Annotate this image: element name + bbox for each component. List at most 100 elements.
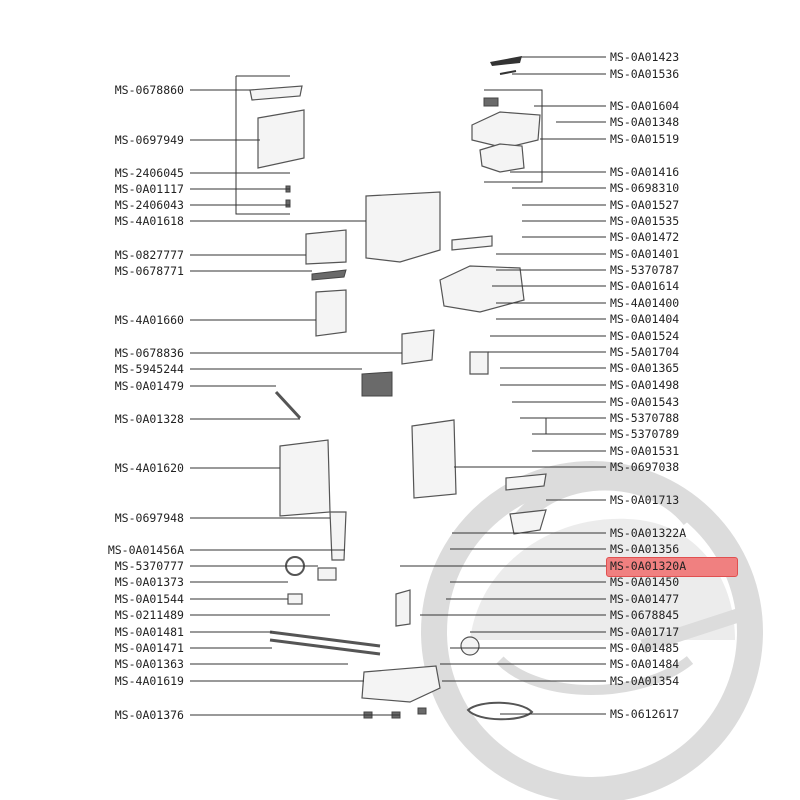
part-2 xyxy=(471,111,541,149)
parts-drawing xyxy=(249,56,547,721)
part-label[interactable]: MS-0A01322A xyxy=(610,526,687,540)
part-label[interactable]: MS-0A01519 xyxy=(610,132,680,146)
part-label[interactable]: MS-5370787 xyxy=(610,263,680,277)
part-0 xyxy=(490,56,522,66)
part-label[interactable]: MS-5370789 xyxy=(610,427,680,441)
part-label[interactable]: MS-0A01401 xyxy=(610,247,680,261)
part-label[interactable]: MS-0678771 xyxy=(114,264,184,278)
part-23 xyxy=(329,511,347,561)
part-6 xyxy=(257,109,305,169)
part-label[interactable]: MS-0A01117 xyxy=(114,182,184,196)
part-label[interactable]: MS-0A01543 xyxy=(610,395,680,409)
part-label[interactable]: MS-0A01328 xyxy=(114,412,184,426)
part-label[interactable]: MS-5A01704 xyxy=(610,345,680,359)
part-label[interactable]: MS-4A01660 xyxy=(114,313,184,327)
part-label[interactable]: MS-0A01365 xyxy=(610,361,680,375)
part-10 xyxy=(305,229,347,265)
part-label[interactable]: MS-0A01604 xyxy=(610,99,680,113)
part-label[interactable]: MS-0A01484 xyxy=(610,657,680,671)
group-bracket xyxy=(484,89,543,106)
part-35 xyxy=(417,707,427,715)
part-label[interactable]: MS-0A01536 xyxy=(610,67,680,81)
group-bracket xyxy=(545,418,606,435)
part-label[interactable]: MS-0A01373 xyxy=(114,575,184,589)
part-9 xyxy=(365,191,441,263)
part-label[interactable]: MS-0211489 xyxy=(114,608,184,622)
part-label[interactable]: MS-0A01477 xyxy=(610,592,680,606)
part-label[interactable]: MS-0698310 xyxy=(610,181,680,195)
part-label[interactable]: MS-0A01544 xyxy=(114,592,184,606)
part-label[interactable]: MS-0A01481 xyxy=(114,625,184,639)
part-label[interactable]: MS-0A01404 xyxy=(610,312,680,326)
highlight-marker xyxy=(606,557,738,577)
part-label[interactable]: MS-0A01471 xyxy=(114,641,184,655)
part-label[interactable]: MS-0A01348 xyxy=(610,115,680,129)
part-label[interactable]: MS-0678845 xyxy=(610,608,680,622)
part-label[interactable]: MS-0A01479 xyxy=(114,379,184,393)
part-label[interactable]: MS-0697948 xyxy=(114,511,184,525)
part-label[interactable]: MS-0678860 xyxy=(114,83,184,97)
part-14 xyxy=(439,265,525,313)
part-label[interactable]: MS-0A01456A xyxy=(107,543,184,557)
part-label[interactable]: MS-2406045 xyxy=(114,166,184,180)
part-13 xyxy=(451,235,493,251)
part-label[interactable]: MS-0678836 xyxy=(114,346,184,360)
part-25 xyxy=(317,567,337,581)
part-label[interactable]: MS-4A01619 xyxy=(114,674,184,688)
part-label[interactable]: MS-0A01450 xyxy=(610,575,680,589)
part-5 xyxy=(249,85,303,101)
part-label[interactable]: MS-0A01356 xyxy=(610,542,680,556)
part-label[interactable]: MS-0697038 xyxy=(610,460,680,474)
part-label[interactable]: MS-0A01320A xyxy=(610,559,687,573)
part-label[interactable]: MS-0A01363 xyxy=(114,657,184,671)
group-bracket xyxy=(235,76,290,215)
part-label[interactable]: MS-4A01620 xyxy=(114,461,184,475)
part-label[interactable]: MS-0A01717 xyxy=(610,625,680,639)
part-label[interactable]: MS-0A01614 xyxy=(610,279,680,293)
part-19 xyxy=(411,419,457,499)
part-label[interactable]: MS-0A01535 xyxy=(610,214,680,228)
part-27 xyxy=(269,630,381,648)
group-bracket xyxy=(484,172,543,183)
part-label[interactable]: MS-0A01531 xyxy=(610,444,680,458)
leader-lines xyxy=(190,56,606,716)
part-label[interactable]: MS-0A01524 xyxy=(610,329,680,343)
part-label[interactable]: MS-0A01354 xyxy=(610,674,680,688)
part-label[interactable]: MS-0827777 xyxy=(114,248,184,262)
part-16 xyxy=(361,371,393,397)
part-label[interactable]: MS-0A01485 xyxy=(610,641,680,655)
part-label[interactable]: MS-2406043 xyxy=(114,198,184,212)
part-label[interactable]: MS-4A01400 xyxy=(610,296,680,310)
part-31 xyxy=(460,636,480,656)
part-label[interactable]: MS-0A01376 xyxy=(114,708,184,722)
part-label[interactable]: MS-5370788 xyxy=(610,411,680,425)
part-label[interactable]: MS-5945244 xyxy=(114,362,184,376)
part-label[interactable]: MS-0A01423 xyxy=(610,50,680,64)
part-15 xyxy=(401,329,435,365)
part-label[interactable]: MS-5370777 xyxy=(114,559,184,573)
part-12 xyxy=(315,289,347,337)
part-21 xyxy=(505,473,547,491)
part-1 xyxy=(499,70,517,75)
part-label[interactable]: MS-0A01416 xyxy=(610,165,680,179)
part-label[interactable]: MS-4A01618 xyxy=(114,214,184,228)
part-26 xyxy=(287,593,303,605)
part-8 xyxy=(285,199,291,208)
part-30 xyxy=(395,589,411,627)
part-18 xyxy=(279,439,331,517)
part-label[interactable]: MS-0A01527 xyxy=(610,198,680,212)
part-3 xyxy=(479,143,525,173)
part-22 xyxy=(509,509,547,535)
part-11 xyxy=(311,269,347,281)
part-20 xyxy=(469,351,489,375)
part-label[interactable]: MS-0697949 xyxy=(114,133,184,147)
part-32 xyxy=(466,701,534,721)
part-29 xyxy=(361,665,441,703)
part-label[interactable]: MS-0A01498 xyxy=(610,378,680,392)
part-label[interactable]: MS-0A01713 xyxy=(610,493,680,507)
part-label[interactable]: MS-0A01472 xyxy=(610,230,680,244)
part-28 xyxy=(269,638,381,656)
part-17 xyxy=(274,390,302,420)
part-label[interactable]: MS-0612617 xyxy=(610,707,680,721)
